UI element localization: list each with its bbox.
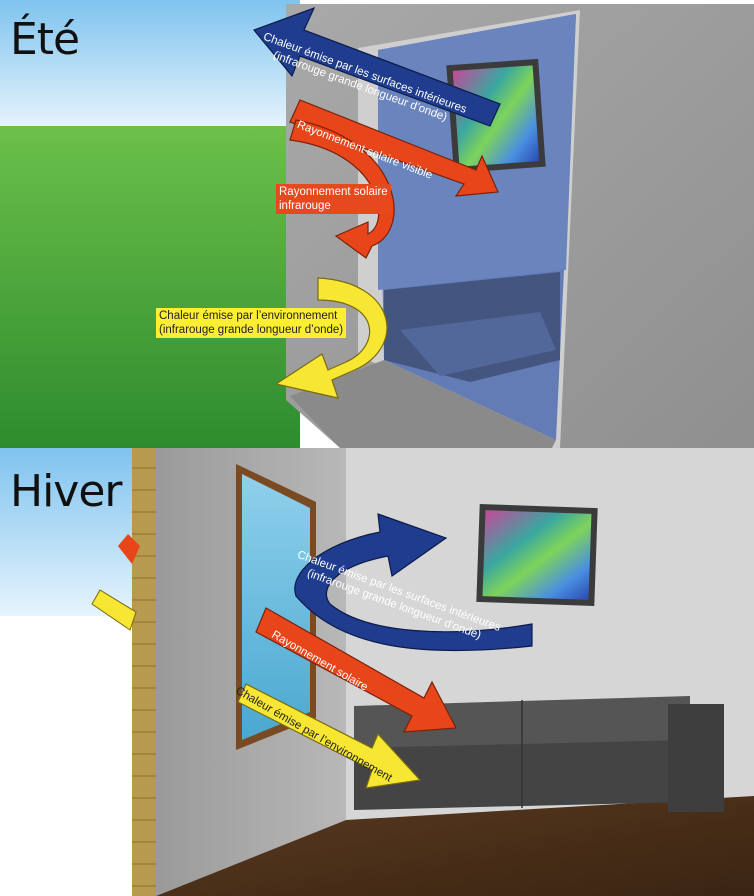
brick-lines [132,467,156,887]
summer-solar-ir-line1: Rayonnement solaire [279,186,388,198]
solar-ir-arrow [289,119,395,259]
winter-panel: Hiver Chaleur émise par les surfaces int… [0,448,754,896]
sofa-arm [668,704,724,812]
summer-solar-ir-line2: infrarouge [279,200,331,212]
sofa-seat [400,312,556,376]
summer-scene [0,0,754,448]
floor [156,796,754,896]
summer-title: Été [10,14,80,65]
env-heat-arrow [274,277,388,399]
interior-heat-arrow [294,513,533,652]
solar-visible-arrow [289,99,499,197]
window-glass [242,474,310,740]
summer-env-heat-line1: Chaleur émise par l’environnement [159,310,338,322]
painting-canvas [452,65,540,167]
summer-panel: Été Chaleur émise par les surfaces intér… [0,0,754,448]
summer-env-heat-line2: (infrarouge grande longueur d’onde) [159,324,344,336]
winter-scene [0,448,754,896]
sky [0,448,134,616]
summer-solar-ir-label: Rayonnement solaire infrarouge [276,184,391,214]
env-heat-arrow [237,683,422,789]
brick-wall [132,448,156,896]
window-sill [290,360,556,448]
solar-arrow-outside [118,534,140,564]
solar-arrow [255,607,457,733]
env-heat-arrow-outside [91,589,137,631]
winter-title: Hiver [10,466,123,517]
painting-canvas [482,510,592,600]
summer-env-heat-label: Chaleur émise par l’environnement (infra… [156,308,347,338]
grass [0,126,300,448]
sky [0,0,300,128]
interior-heat-arrow [252,6,501,127]
